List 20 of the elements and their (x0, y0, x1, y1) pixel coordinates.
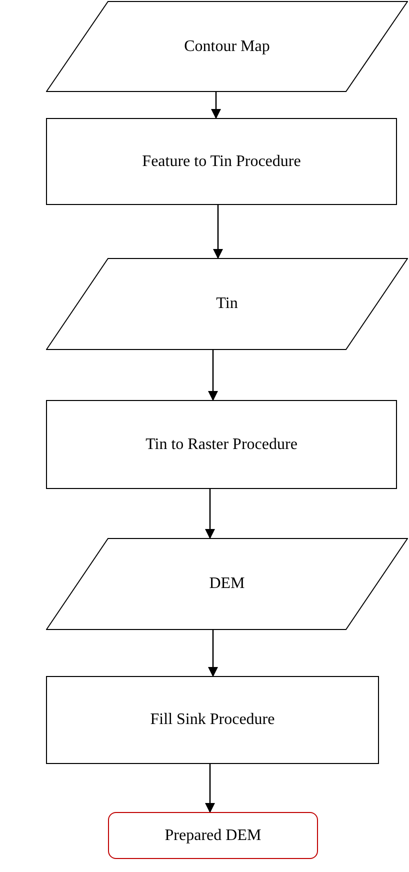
node-label: DEM (209, 574, 245, 594)
arrow (205, 764, 215, 813)
arrow (205, 489, 215, 539)
node-label: Prepared DEM (164, 826, 262, 846)
data-parallelogram (46, 1, 408, 92)
node-label: Tin to Raster Procedure (146, 434, 298, 454)
node-label: Fill Sink Procedure (150, 710, 275, 730)
process-box (46, 676, 379, 764)
arrow (208, 630, 218, 677)
node-label: Tin (216, 294, 238, 314)
node-label: Feature to Tin Procedure (142, 152, 301, 172)
process-box (46, 400, 397, 489)
node-label: Contour Map (184, 36, 270, 56)
arrow (213, 205, 223, 259)
terminal-box (108, 812, 318, 859)
process-box (46, 118, 397, 205)
arrow (211, 92, 221, 119)
arrow (208, 350, 218, 401)
data-parallelogram (46, 538, 408, 630)
data-parallelogram (46, 258, 408, 350)
